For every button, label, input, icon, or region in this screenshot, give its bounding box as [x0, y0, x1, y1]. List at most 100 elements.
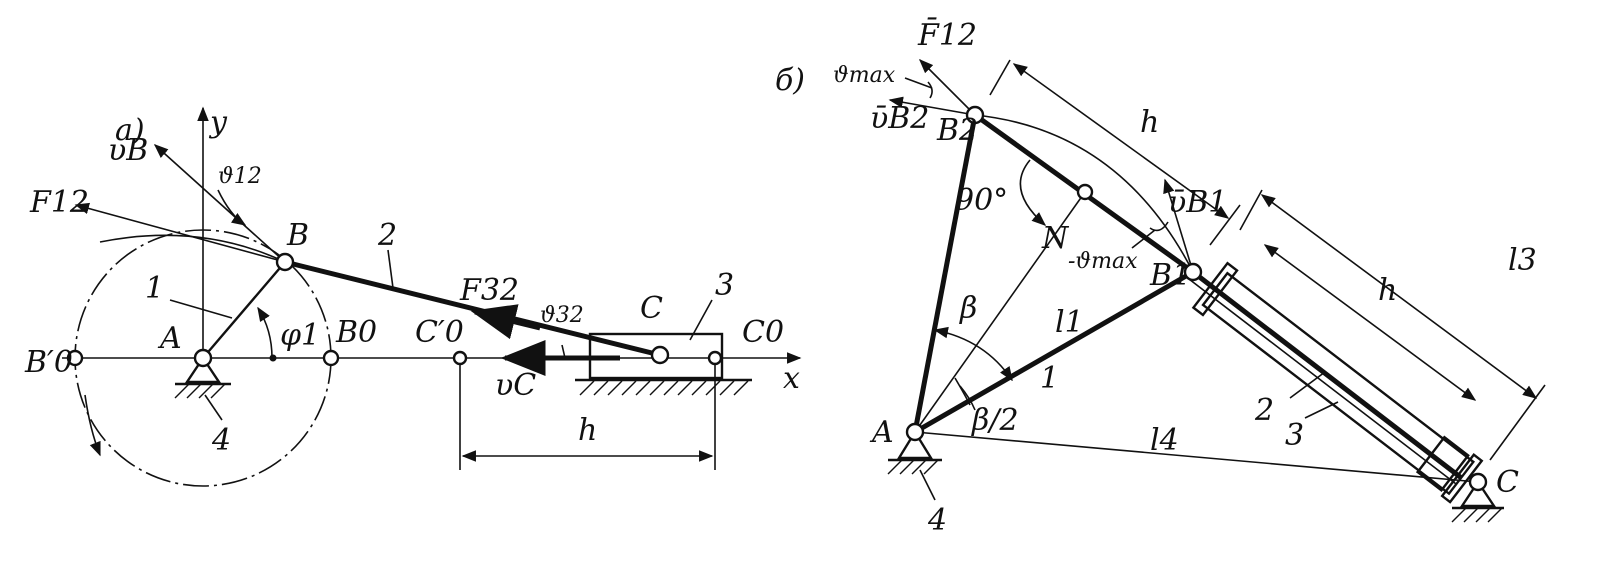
- label-x: x: [783, 361, 800, 396]
- crank-link-1: [202, 261, 286, 359]
- beta-arc: [933, 326, 1013, 382]
- h-top-dimension: [1012, 63, 1230, 219]
- label-1: 1: [145, 271, 164, 306]
- label-2: 2: [1254, 393, 1274, 428]
- label-2-leader: [387, 249, 394, 289]
- theta32-mark: [561, 344, 566, 359]
- label-vb1: ῡB1: [1168, 185, 1227, 220]
- label-b: B: [286, 218, 309, 253]
- label-h-right: h: [1378, 273, 1397, 308]
- label-1-leader: [169, 299, 233, 319]
- panel-a-label: a): [115, 113, 145, 148]
- ground-support-a: [184, 355, 222, 384]
- joint-c: [650, 345, 670, 365]
- velocity-vb2-arrow: [888, 96, 976, 116]
- joint-b1: [1183, 262, 1203, 282]
- label-vb: υB: [108, 133, 148, 168]
- label-b0-prime: B′0: [24, 345, 73, 380]
- l3-extension-left: [1239, 189, 1263, 231]
- label-3: 3: [715, 268, 734, 303]
- joint-b0-prime: [66, 349, 84, 367]
- panel-b-label: б): [775, 63, 805, 98]
- link-ab2: [912, 114, 978, 433]
- ground-support-c: [1459, 479, 1497, 508]
- label-4-leader: [919, 469, 936, 501]
- ground-hatch-slider: [579, 380, 749, 396]
- label-c: C: [1496, 465, 1519, 500]
- label-theta32: ϑ32: [540, 303, 584, 328]
- label-beta: β: [959, 291, 977, 326]
- label-4-leader: [204, 394, 223, 421]
- cylinder-cap-left: [1191, 261, 1239, 317]
- link-ab1: [913, 269, 1195, 435]
- label-f32: F32: [459, 273, 519, 308]
- cylinder-cap-right: [1440, 453, 1484, 504]
- panel-a: a) y x υB ϑ12 F12 B 2 1 φ1 A B0 B′0 4 F3…: [24, 105, 802, 487]
- beta-half-arc-2: [959, 385, 976, 411]
- velocity-vb-arrow: [153, 144, 286, 263]
- piston-rod-2: [1191, 270, 1463, 480]
- label-c0: C0: [742, 315, 784, 350]
- force-f12-arrow: [74, 202, 286, 263]
- joint-n: [1076, 183, 1094, 201]
- joint-c0: [707, 350, 723, 366]
- bisector-an: [914, 191, 1086, 433]
- joint-a: [905, 422, 925, 442]
- label-f12: F̄12: [917, 17, 977, 53]
- h-top-extension-right: [1209, 204, 1241, 246]
- joint-b: [275, 252, 295, 272]
- label-h: h: [578, 413, 597, 448]
- label-l3: l3: [1508, 243, 1537, 278]
- beta-half-arc: [954, 377, 971, 406]
- label-vc: υC: [495, 368, 536, 403]
- label-f12: F12: [29, 185, 89, 220]
- label-4: 4: [927, 503, 947, 538]
- label-2: 2: [377, 218, 397, 253]
- cylinder-piston: [1415, 435, 1470, 493]
- joint-b0: [322, 349, 340, 367]
- label-l4: l4: [1150, 423, 1179, 458]
- label-a: A: [157, 321, 182, 356]
- thetamax-arc-top: [927, 81, 933, 99]
- panel-b: б) F̄12 ϑmax ῡB2 B2 h 90° N ῡB1 -ϑmax B1…: [775, 17, 1546, 538]
- label-4: 4: [211, 423, 231, 458]
- force-f12-arrow: [918, 58, 976, 116]
- joint-b2: [965, 105, 985, 125]
- ground-hatch-a: [174, 383, 226, 399]
- joint-a: [193, 348, 213, 368]
- label-phi1: φ1: [280, 318, 320, 353]
- label-b2: B2: [936, 113, 978, 148]
- label-theta12: ϑ12: [218, 164, 262, 189]
- force-f32-arrow: [470, 304, 541, 340]
- label-90: 90°: [955, 183, 1008, 218]
- hydraulic-cylinder: [1187, 261, 1484, 504]
- label-thetamax: ϑmax: [833, 63, 896, 88]
- h-right-dimension: [1263, 244, 1477, 401]
- label-3-leader: [689, 299, 713, 341]
- label-n: N: [1041, 221, 1070, 256]
- l3-extension-right: [1489, 384, 1546, 461]
- label-minus-thetamax: -ϑmax: [1068, 249, 1138, 274]
- label-c0-prime: C′0: [415, 315, 464, 350]
- joint-c0-prime: [452, 350, 468, 366]
- ground-support-a: [896, 429, 934, 460]
- minus-thetamax-leader: [1131, 229, 1156, 249]
- minus-thetamax-arc: [1149, 221, 1169, 232]
- label-b1: B1: [1149, 258, 1191, 293]
- ground-hatch-a: [887, 459, 939, 475]
- label-b0: B0: [335, 315, 377, 350]
- ground-line-l4: [914, 431, 1479, 483]
- angle-90-arc: [1019, 159, 1047, 226]
- label-vb2: ῡB2: [870, 101, 929, 136]
- rotation-arrow: [84, 394, 101, 457]
- joint-c: [1468, 472, 1488, 492]
- b-arc-trace: [99, 234, 286, 263]
- label-a: A: [869, 415, 894, 450]
- thetamax-leader: [904, 77, 933, 89]
- label-l1: l1: [1055, 305, 1084, 340]
- label-3: 3: [1285, 418, 1304, 453]
- phi1-dot: [269, 354, 277, 362]
- ground-hatch-c: [1451, 507, 1503, 523]
